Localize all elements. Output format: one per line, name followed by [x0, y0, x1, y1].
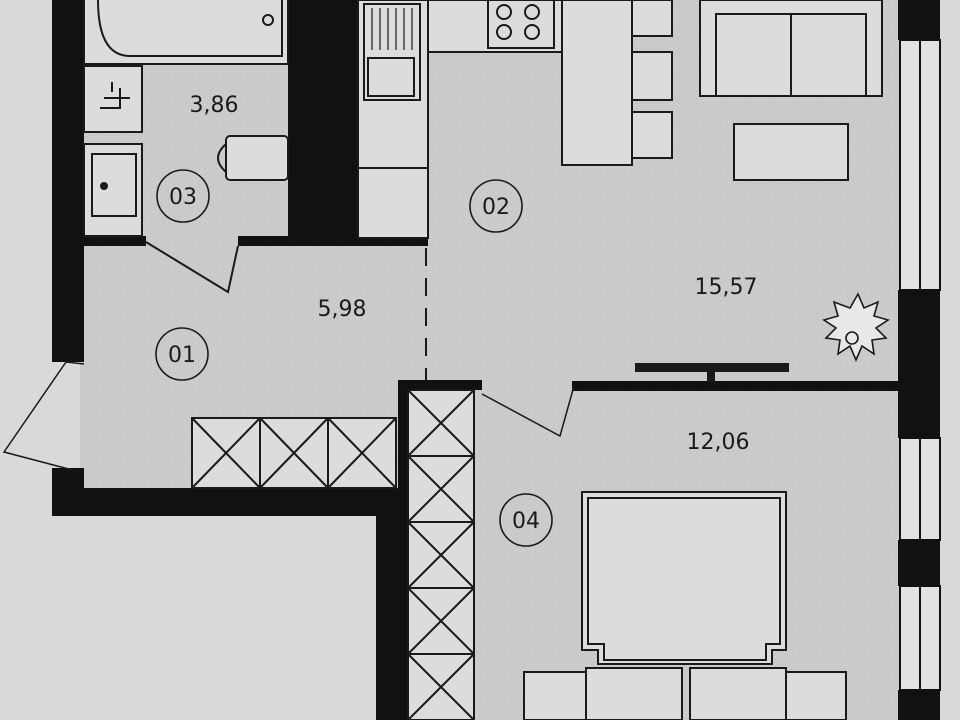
bedroom-door-swing: [481, 385, 575, 438]
bedroom-wardrobe: [407, 389, 475, 720]
wall-closet-left: [398, 380, 408, 720]
wall-right-top: [898, 0, 940, 40]
wall-bedroom-top-left: [400, 380, 482, 390]
walls: [52, 0, 940, 720]
room-01-label: 01: [155, 327, 209, 381]
wall-bath-right: [288, 0, 358, 238]
entrance-door: [2, 361, 85, 473]
svg-text:02: 02: [482, 195, 510, 220]
bar-stool-2: [631, 51, 673, 101]
wall-bath-bottom: [84, 236, 146, 246]
room-03-area: 3,86: [190, 93, 239, 118]
wall-right-bottom: [898, 690, 940, 720]
wall-bath-bottom-right: [238, 236, 428, 246]
kitchen-sink: [363, 3, 421, 101]
room-04-area: 12,06: [687, 430, 750, 455]
wall-right-mid: [898, 290, 940, 438]
room-04-label: 04: [499, 493, 553, 547]
hall-wardrobe: [191, 417, 397, 489]
coffee-table: [733, 123, 849, 181]
svg-text:01: 01: [168, 343, 196, 368]
bathroom-fixtures: [83, 0, 289, 294]
bed: [523, 491, 847, 720]
windows: [899, 39, 941, 691]
toilet: [225, 135, 289, 181]
tv-stand: [635, 363, 789, 372]
wall-bedroom-top-right: [572, 381, 898, 391]
kitchen: [357, 0, 673, 239]
wall-right-mid2: [898, 540, 940, 586]
kitchen-island: [561, 0, 633, 166]
living-furniture: [635, 0, 883, 382]
room-02-area: 15,57: [695, 275, 758, 300]
laundry-icon: [100, 82, 130, 109]
washer: [83, 65, 143, 133]
room-03-label: 03: [156, 169, 210, 223]
sink-basin: [91, 153, 137, 217]
svg-text:03: 03: [169, 185, 197, 210]
bathroom-door-swing: [145, 241, 239, 294]
wall-bedroom-left: [376, 488, 402, 720]
wall-left-upper: [52, 0, 84, 362]
bar-stool-1: [631, 0, 673, 37]
svg-text:04: 04: [512, 509, 540, 534]
wall-bottom-hall: [52, 488, 398, 516]
room-02-label: 02: [469, 179, 523, 233]
plant-icon: [822, 292, 890, 363]
room-01-area: 5,98: [318, 297, 367, 322]
bar-stool-3: [631, 111, 673, 159]
bathtub: [83, 0, 289, 65]
